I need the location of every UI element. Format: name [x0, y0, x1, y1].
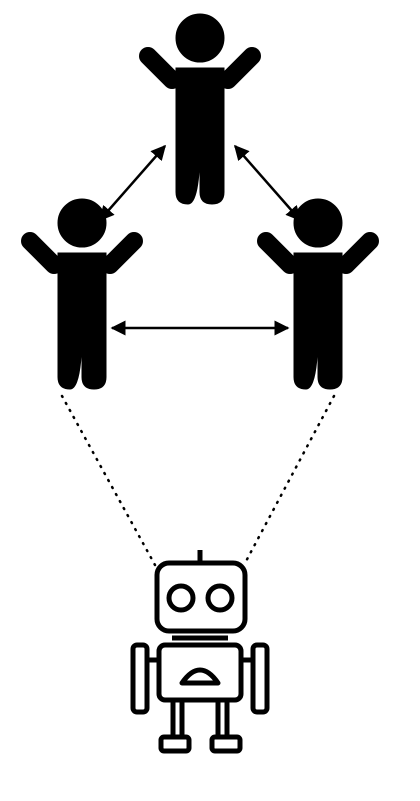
robot-right-arm: [250, 642, 270, 715]
robot-left-eye: [166, 583, 196, 613]
robot-left-arm: [130, 642, 150, 715]
edge-top-left: [99, 144, 166, 222]
robot-right-foot: [209, 734, 243, 754]
robot-right-eye: [205, 583, 235, 613]
robot: [130, 550, 270, 754]
robot-body: [156, 642, 244, 703]
robot-head: [154, 560, 248, 634]
edge-top-right: [234, 144, 301, 222]
robot-mouth: [179, 667, 221, 686]
edge-left-robot: [60, 394, 157, 567]
person-left: [30, 199, 134, 389]
robot-left-foot: [158, 734, 192, 754]
person-top: [148, 14, 252, 204]
edge-right-robot: [242, 394, 336, 567]
person-right: [266, 199, 370, 389]
